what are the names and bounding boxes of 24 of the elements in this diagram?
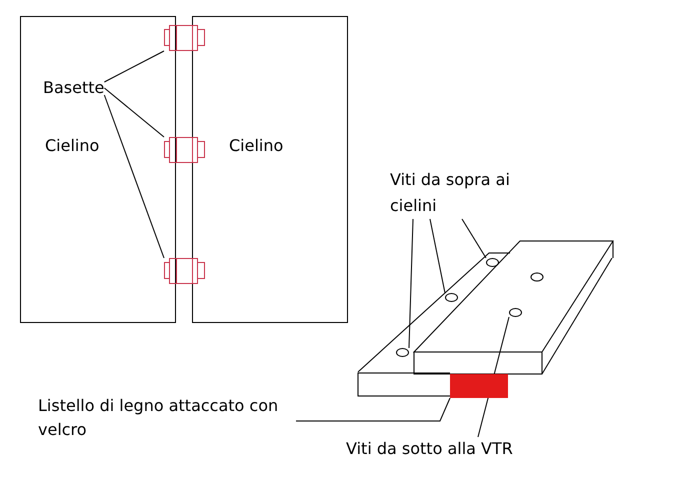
- screw-hole: [486, 258, 499, 267]
- callout-label: Listello di legno attaccato con velcro: [38, 394, 296, 442]
- panel-label: Cielino: [45, 135, 100, 157]
- leader-line: [104, 88, 164, 138]
- leader-line: [296, 398, 450, 422]
- screw-hole: [509, 308, 522, 317]
- leader-line: [462, 218, 486, 258]
- velcro-strip: [450, 374, 508, 398]
- callout-label: Basette: [43, 76, 104, 100]
- panel-box: [20, 16, 176, 323]
- leader-line: [408, 218, 414, 348]
- leader-line: [430, 218, 446, 294]
- callout-label: Viti da sopra ai cielini: [390, 167, 558, 219]
- leader-line: [478, 316, 510, 438]
- hinge-symbol: [164, 137, 205, 163]
- hinge-symbol: [164, 25, 205, 51]
- screw-hole: [396, 348, 409, 357]
- panel-label: Cielino: [229, 135, 284, 157]
- leader-line: [104, 94, 164, 258]
- callout-label: Viti da sotto alla VTR: [346, 437, 513, 461]
- leader-line: [104, 50, 164, 82]
- panel-box: [192, 16, 348, 323]
- screw-hole: [445, 293, 458, 302]
- hinge-symbol: [164, 258, 205, 284]
